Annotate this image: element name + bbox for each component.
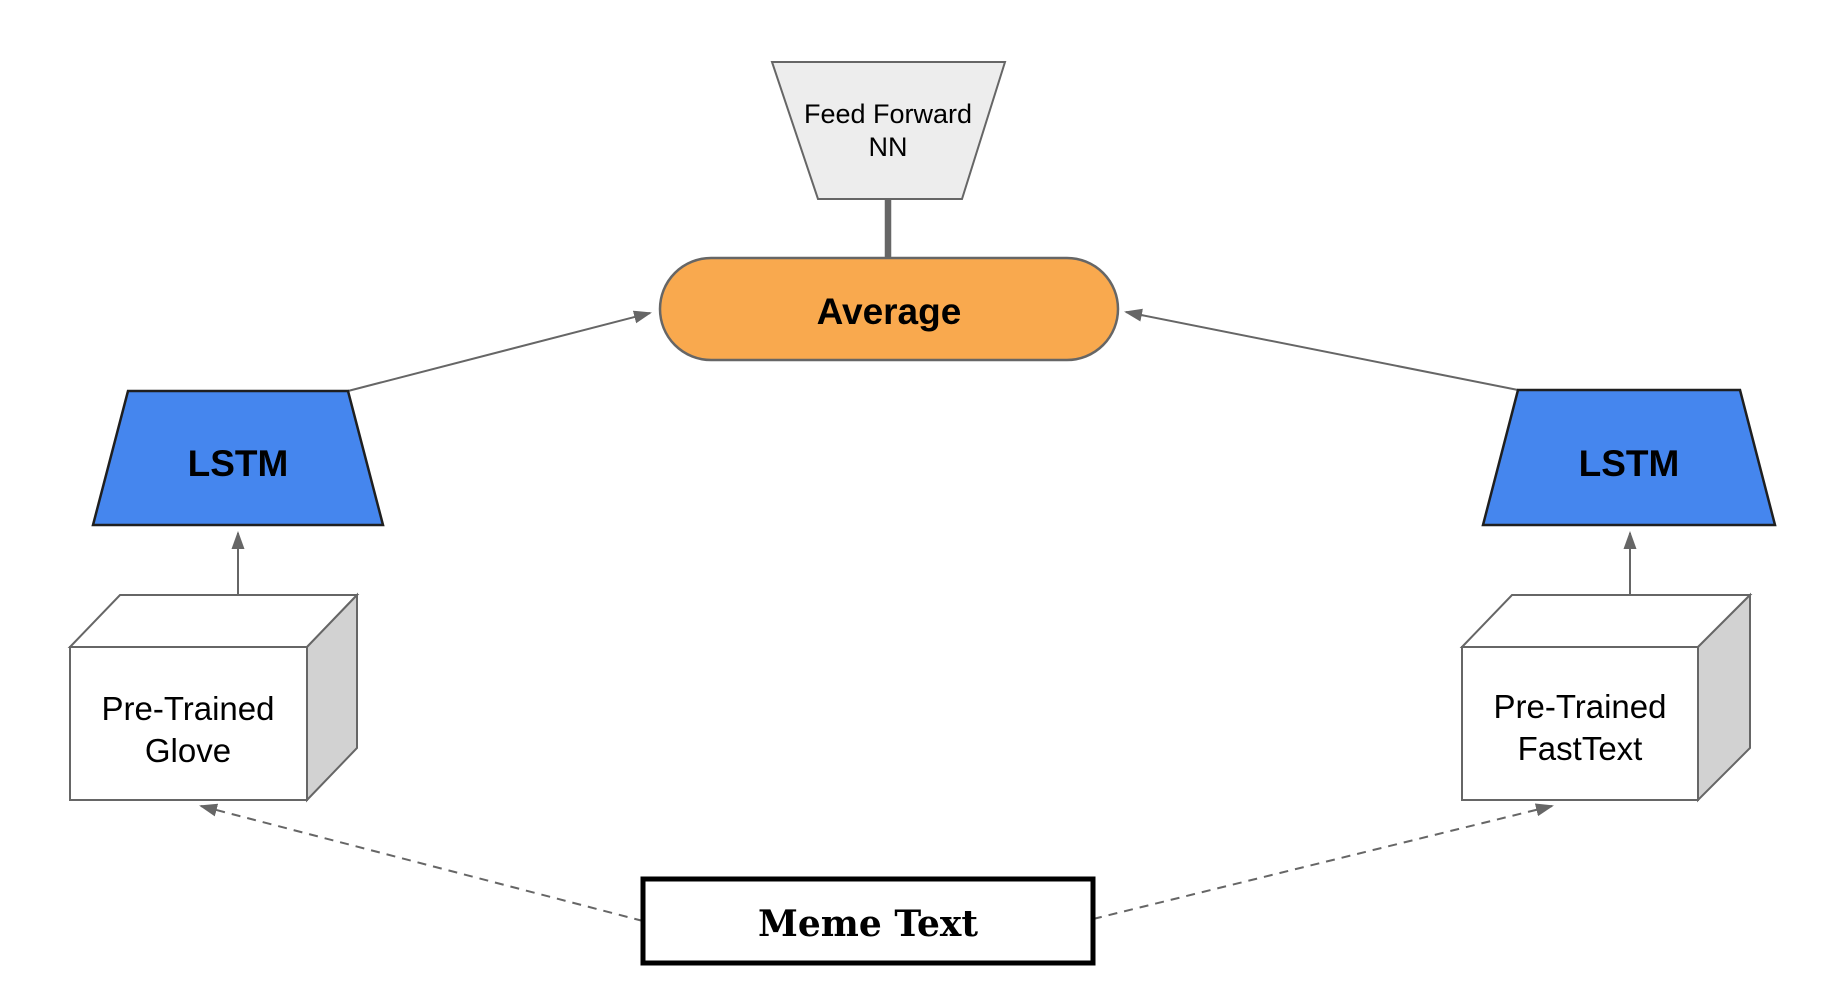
lstm-right-label: LSTM	[1579, 443, 1680, 484]
meme-text-label: Meme Text	[758, 903, 978, 945]
edge-lstm-right-to-average	[1124, 308, 1519, 391]
edge-lstm-left-to-average	[347, 310, 652, 392]
glove-label-line2: Glove	[145, 732, 231, 769]
meme-text-shape	[640, 876, 1096, 966]
glove-label-line1: Pre-Trained	[101, 690, 274, 727]
glove-box-front-face	[69, 646, 308, 801]
node-meme-text: Meme Text	[640, 876, 1096, 966]
node-pretrained-glove: Pre-Trained Glove	[67, 592, 360, 803]
edge-meme-text-to-glove	[199, 803, 644, 922]
edge-meme-text-to-fasttext	[1092, 803, 1554, 920]
feed-forward-nn-label-line2: NN	[869, 132, 908, 162]
edges-layer	[199, 199, 1637, 922]
node-average: Average	[658, 256, 1120, 362]
fasttext-box-front-face	[1461, 646, 1699, 801]
feed-forward-nn-label-line1: Feed Forward	[804, 99, 972, 129]
node-feed-forward-nn: Feed Forward NN	[770, 61, 1007, 200]
fasttext-label-line2: FastText	[1518, 730, 1643, 767]
fasttext-label-line1: Pre-Trained	[1493, 688, 1666, 725]
feed-forward-nn-shape	[770, 61, 1007, 200]
average-shape	[658, 256, 1120, 362]
node-lstm-right: LSTM	[1481, 388, 1777, 527]
lstm-left-shape	[91, 389, 385, 527]
lstm-right-shape	[1481, 388, 1777, 527]
node-lstm-left: LSTM	[91, 389, 385, 527]
lstm-left-label: LSTM	[188, 443, 289, 484]
node-pretrained-fasttext: Pre-Trained FastText	[1459, 592, 1753, 803]
average-label: Average	[817, 291, 962, 332]
